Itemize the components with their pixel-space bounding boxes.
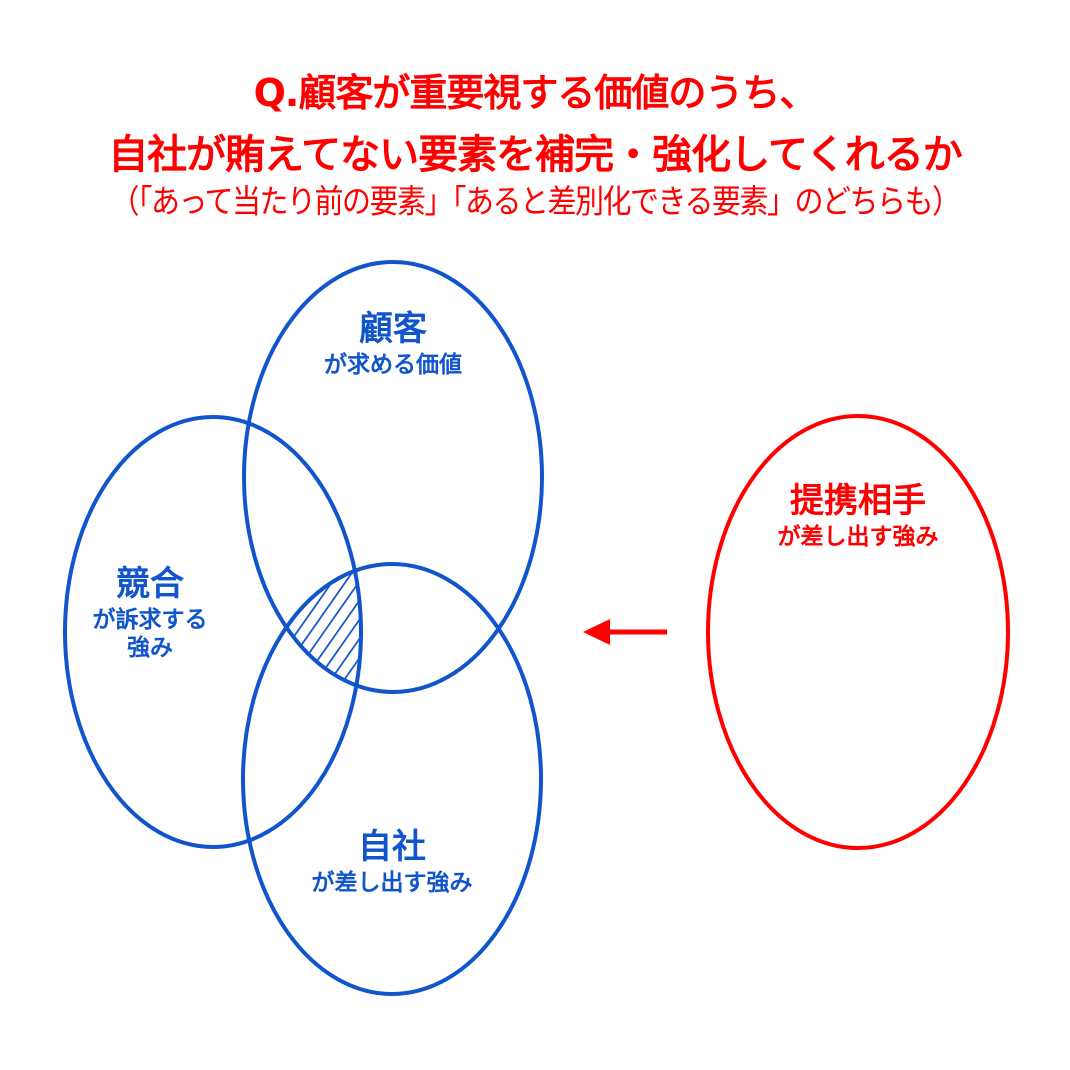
company-subtitle: が差し出す強み <box>311 869 473 896</box>
customer-label: 顧客 が求める価値 <box>293 308 493 379</box>
competitor-label: 競合 が訴求する 強み <box>50 563 250 663</box>
title-line-3: （「あって当たり前の要素」「あると差別化できる要素」のどちらも） <box>110 182 961 221</box>
customer-ellipse <box>242 260 544 694</box>
company-ellipse <box>241 562 543 996</box>
company-title: 自社 <box>358 827 426 867</box>
partner-title: 提携相手 <box>790 481 926 521</box>
partner-ellipse <box>706 414 1010 850</box>
customer-title: 顧客 <box>359 309 427 349</box>
customer-subtitle: が求める価値 <box>324 351 462 378</box>
left-arrow-icon <box>583 619 667 645</box>
competitor-subtitle-line2: 強み <box>127 635 173 662</box>
title-line-1: Q.顧客が重要視する価値のうち、 <box>253 71 818 115</box>
title-line-2: 自社が賄えてない要素を補完・強化してくれるか <box>108 132 963 178</box>
company-label: 自社 が差し出す強み <box>292 826 492 897</box>
partner-subtitle: が差し出す強み <box>777 523 939 550</box>
partner-label: 提携相手 が差し出す強み <box>738 480 978 551</box>
competitor-title: 競合 <box>116 564 184 604</box>
competitor-subtitle-line1: が訴求する <box>92 606 208 633</box>
competitor-ellipse <box>63 415 363 849</box>
